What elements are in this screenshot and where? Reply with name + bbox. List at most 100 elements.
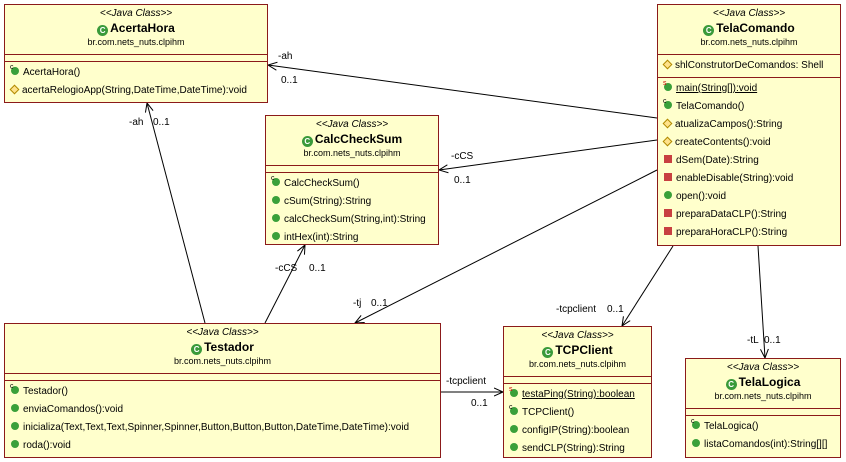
protected-field-icon xyxy=(662,59,673,70)
method-item[interactable]: configIP(String):boolean xyxy=(504,422,651,440)
method-item[interactable]: Testador() xyxy=(5,378,440,401)
public-constructor-icon xyxy=(509,399,518,417)
label-mult-ah-testador: 0..1 xyxy=(153,117,170,128)
protected-method-icon xyxy=(9,84,20,95)
public-method-icon xyxy=(692,439,700,447)
method-item[interactable]: dSem(Date):String xyxy=(658,152,840,170)
methods-section: AcertaHora() acertaRelogioApp(String,Dat… xyxy=(5,59,267,102)
label-mult-ah-telacomando: 0..1 xyxy=(281,75,298,86)
public-constructor-icon xyxy=(691,413,700,431)
method-item[interactable]: testaPing(String):boolean xyxy=(504,381,651,404)
method-item[interactable]: preparaHoraCLP():String xyxy=(658,224,840,242)
private-method-icon xyxy=(664,155,672,163)
fields-section: shlConstrutorDeComandos: Shell xyxy=(658,55,840,78)
assoc-telacomando-testador xyxy=(355,169,658,323)
label-mult-tj: 0..1 xyxy=(371,298,388,309)
private-method-icon xyxy=(664,227,672,235)
class-name: TelaLogica xyxy=(738,375,801,389)
class-name: TelaComando xyxy=(716,21,795,35)
method-item[interactable]: cSum(String):String xyxy=(266,193,438,211)
method-item[interactable]: listaComandos(int):String[][] xyxy=(686,436,840,454)
method-item[interactable]: sendCLP(String):String xyxy=(504,440,651,458)
label-mult-tl: 0..1 xyxy=(764,335,781,346)
method-item[interactable]: roda():void xyxy=(5,437,440,455)
method-item[interactable]: intHex(int):String xyxy=(266,229,438,247)
public-method-icon xyxy=(272,214,280,222)
class-icon: C xyxy=(703,25,715,36)
methods-section: main(String[]):void TelaComando() atuali… xyxy=(658,75,840,244)
method-item[interactable]: inicializa(Text,Text,Text,Spinner,Spinne… xyxy=(5,419,440,437)
package-name: br.com.nets_nuts.clpihm xyxy=(528,359,627,369)
class-icon: C xyxy=(725,379,737,390)
public-method-icon xyxy=(11,440,19,448)
field-item[interactable]: shlConstrutorDeComandos: Shell xyxy=(658,57,840,75)
assoc-telacomando-calcchecksum xyxy=(439,139,658,170)
fields-section xyxy=(504,377,651,384)
class-name: AcertaHora xyxy=(110,21,175,35)
public-constructor-icon xyxy=(10,378,19,396)
method-item[interactable]: TCPClient() xyxy=(504,399,651,422)
method-item[interactable]: enviaComandos():void xyxy=(5,401,440,419)
stereotype-label: <<Java Class>> xyxy=(99,8,173,19)
method-item[interactable]: preparaDataCLP():String xyxy=(658,206,840,224)
label-mult-tcpclient-telacomando: 0..1 xyxy=(607,304,624,315)
method-item[interactable]: TelaLogica() xyxy=(686,413,840,436)
label-mult-ccs-telacomando: 0..1 xyxy=(454,175,471,186)
public-method-icon xyxy=(664,191,672,199)
method-item[interactable]: open():void xyxy=(658,188,840,206)
stereotype-label: <<Java Class>> xyxy=(541,330,614,341)
public-method-icon xyxy=(510,443,518,451)
class-name: Testador xyxy=(204,340,254,354)
methods-section: Testador() enviaComandos():void iniciali… xyxy=(5,378,440,457)
method-item[interactable]: createContents():void xyxy=(658,134,840,152)
stereotype-label: <<Java Class>> xyxy=(186,327,259,338)
package-name: br.com.nets_nuts.clpihm xyxy=(87,37,185,47)
package-name: br.com.nets_nuts.clpihm xyxy=(303,148,401,158)
label-mult-ccs-testador: 0..1 xyxy=(309,263,326,274)
class-icon: C xyxy=(97,25,109,36)
method-item[interactable]: enableDisable(String):void xyxy=(658,170,840,188)
public-constructor-icon xyxy=(271,170,280,188)
assoc-telacomando-tcpclient xyxy=(622,245,674,326)
method-item[interactable]: atualizaCampos():String xyxy=(658,116,840,134)
class-name: CalcCheckSum xyxy=(314,132,403,146)
assoc-telacomando-acertahora xyxy=(268,65,658,119)
label-role-tcpclient-telacomando: -tcpclient xyxy=(556,304,597,315)
method-item[interactable]: main(String[]):void xyxy=(658,75,840,98)
protected-method-icon xyxy=(662,118,673,129)
fields-section xyxy=(266,166,438,173)
method-item[interactable]: acertaRelogioApp(String,DateTime,DateTim… xyxy=(5,82,267,100)
methods-section: testaPing(String):boolean TCPClient() co… xyxy=(504,381,651,460)
fields-section xyxy=(686,409,840,416)
stereotype-label: <<Java Class>> xyxy=(712,8,786,19)
fields-section xyxy=(5,55,267,62)
public-static-method-icon xyxy=(663,75,672,93)
method-item[interactable]: AcertaHora() xyxy=(5,59,267,82)
class-icon: C xyxy=(542,347,554,358)
stereotype-label: <<Java Class>> xyxy=(726,362,800,373)
public-method-icon xyxy=(272,232,280,240)
method-item[interactable]: TelaComando() xyxy=(658,93,840,116)
label-role-ah-telacomando: -ah xyxy=(278,51,293,62)
public-static-method-icon xyxy=(509,381,518,399)
label-role-tl: -tL xyxy=(747,335,759,346)
fields-section xyxy=(5,374,440,381)
label-role-ah-testador: -ah xyxy=(129,117,144,128)
class-name: TCPClient xyxy=(555,343,613,357)
method-item[interactable]: calcCheckSum(String,int):String xyxy=(266,211,438,229)
public-constructor-icon xyxy=(10,59,19,77)
class-icon: C xyxy=(191,344,203,355)
label-role-ccs-telacomando: -cCS xyxy=(451,151,474,162)
method-item[interactable]: CalcCheckSum() xyxy=(266,170,438,193)
